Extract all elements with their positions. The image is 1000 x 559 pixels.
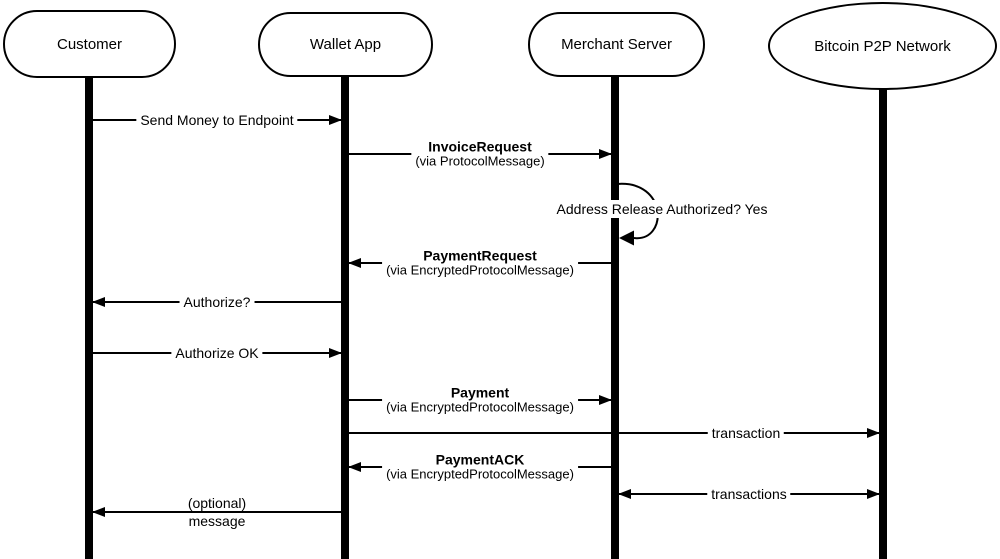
message-label: Authorize? (179, 293, 255, 311)
message-title: Payment (450, 384, 510, 401)
message-label: transactions (707, 485, 791, 503)
message-title: InvoiceRequest (428, 138, 532, 155)
message-label: (optional) message (184, 494, 250, 530)
message-label: PaymentRequest (via EncryptedProtocolMes… (382, 247, 578, 279)
message-via: (via ProtocolMessage) (415, 153, 545, 169)
message-line1: (optional) (187, 494, 247, 511)
message-label: PaymentACK (via EncryptedProtocolMessage… (382, 451, 578, 483)
message-via: (via EncryptedProtocolMessage) (386, 262, 574, 278)
arrow-right-icon (867, 489, 880, 499)
arrow-right-icon (599, 395, 612, 405)
actor-bitcoin-p2p-network-label: Bitcoin P2P Network (814, 37, 951, 55)
message-title: PaymentRequest (423, 247, 537, 264)
message-label: Send Money to Endpoint (136, 111, 298, 129)
message-label: Payment (via EncryptedProtocolMessage) (382, 384, 578, 416)
arrow-right-icon (329, 348, 342, 358)
actor-merchant-server-label: Merchant Server (561, 36, 672, 53)
arrow-left-icon (92, 507, 105, 517)
actor-customer: Customer (3, 10, 176, 78)
lifeline-bitcoin-p2p-network (879, 88, 887, 559)
arrow-left-icon (618, 489, 631, 499)
message-via: (via EncryptedProtocolMessage) (386, 399, 574, 415)
message-label: transaction (707, 424, 785, 442)
message-label: Authorize OK (171, 344, 263, 362)
arrow-left-icon (348, 258, 361, 268)
arrow-right-icon (329, 115, 342, 125)
message-label: InvoiceRequest (via ProtocolMessage) (411, 138, 549, 170)
actor-customer-label: Customer (56, 35, 123, 53)
arrow-right-icon (867, 428, 880, 438)
actor-wallet-app-label: Wallet App (309, 36, 382, 53)
actor-bitcoin-p2p-network: Bitcoin P2P Network (768, 2, 997, 90)
message-line2: message (188, 513, 246, 529)
arrow-right-icon (599, 149, 612, 159)
message-address-release-authorized: Address Release Authorized? Yes (553, 200, 771, 218)
arrow-left-icon (619, 230, 634, 246)
message-via: (via EncryptedProtocolMessage) (386, 466, 574, 482)
arrow-left-icon (92, 297, 105, 307)
lifeline-customer (85, 76, 93, 559)
actor-wallet-app: Wallet App (258, 12, 433, 77)
actor-merchant-server: Merchant Server (528, 12, 705, 77)
lifeline-wallet-app (341, 75, 349, 559)
lifeline-merchant-server (611, 75, 619, 559)
message-title: PaymentACK (435, 451, 525, 468)
arrow-left-icon (348, 462, 361, 472)
